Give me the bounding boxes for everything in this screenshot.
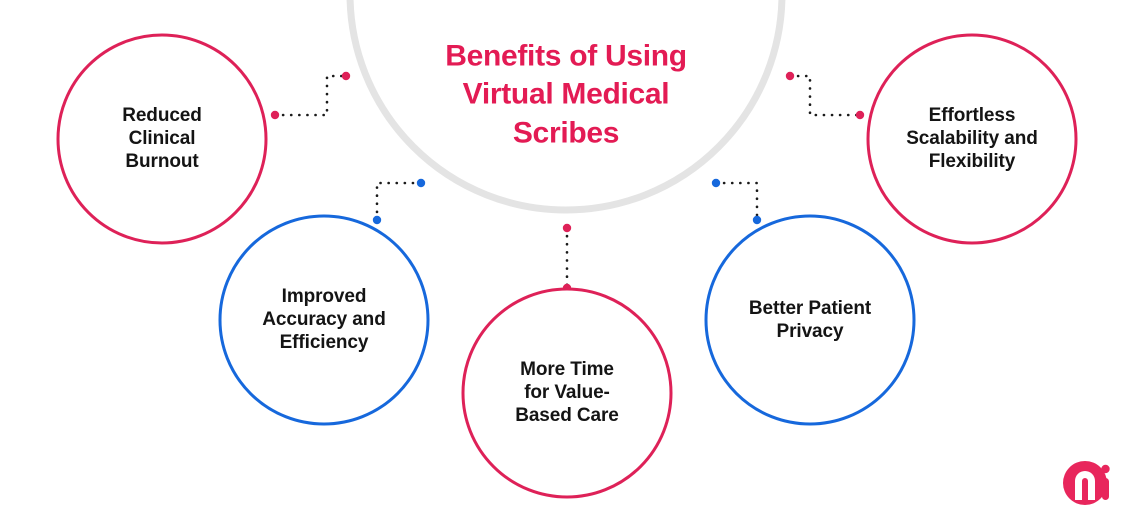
connector-privacy-endpoint-1 (752, 215, 762, 225)
gray-arc-group (346, 0, 786, 214)
connector-scalability-endpoint-0 (785, 71, 795, 81)
connector-burnout-line (273, 74, 348, 117)
connector-scalability-line (788, 74, 862, 117)
logo-i-stem (1102, 478, 1109, 500)
connector-privacy-line (714, 181, 759, 222)
connector-value-based-care-endpoint-0 (562, 223, 572, 233)
node-circle-better-patient-privacy[interactable] (704, 214, 916, 426)
logo-i-dot (1101, 464, 1110, 474)
node-circle-reduced-clinical-burnout[interactable] (56, 33, 268, 245)
page-title: Benefits of Using Virtual Medical Scribe… (445, 39, 687, 150)
connector-privacy-endpoint-0 (711, 178, 721, 188)
node-circle-group (56, 33, 1078, 499)
logo-disc-n (1063, 461, 1107, 505)
node-circle-improved-accuracy-and-efficiency[interactable] (218, 214, 430, 426)
connector-burnout-endpoint-1 (341, 71, 351, 81)
node-circle-more-time-for-value-based-care[interactable] (461, 287, 673, 499)
connector-accuracy-endpoint-1 (416, 178, 426, 188)
connector-accuracy-endpoint-0 (372, 215, 382, 225)
connector-accuracy-line (375, 181, 423, 222)
brand-logo-icon (1063, 461, 1110, 505)
node-circle-effortless-scalability-and-flexibility[interactable] (866, 33, 1078, 245)
connector-burnout-endpoint-0 (270, 110, 280, 120)
connector-scalability-endpoint-1 (855, 110, 865, 120)
brand-logo[interactable] (1062, 460, 1124, 512)
gray-arc (346, 0, 786, 214)
